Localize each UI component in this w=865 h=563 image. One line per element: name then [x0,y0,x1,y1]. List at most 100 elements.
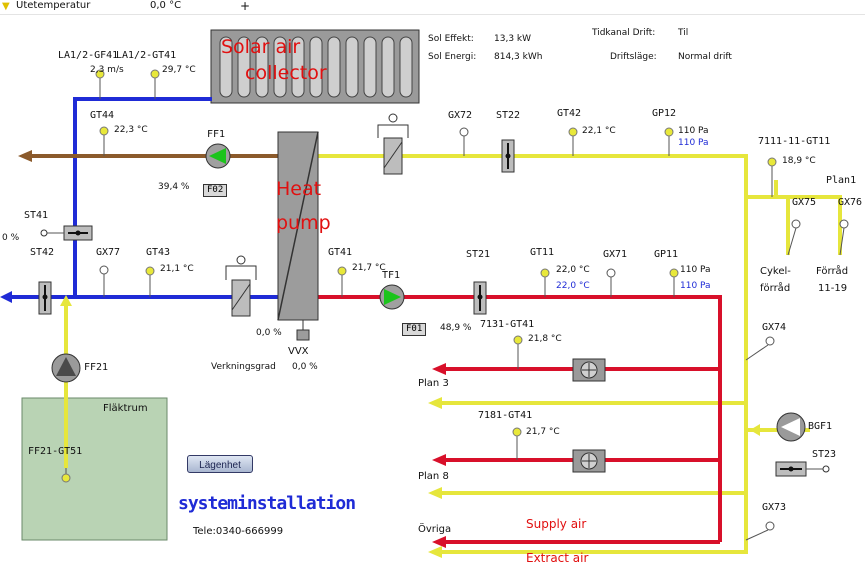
ff1-frequency-box[interactable]: F02 [203,184,228,197]
gt11-setpoint: 22,0 °C [556,281,590,291]
st22-damper-icon [501,139,515,173]
st21-name[interactable]: ST21 [466,249,491,260]
plan3-supply-arrow [432,363,446,375]
vvx-value: 0,0 % [256,328,282,338]
exhaust-arrow [18,150,32,162]
gt41-7131-name[interactable]: 7131-GT41 [480,319,535,330]
gp12-setpoint: 110 Pa [678,138,709,148]
gt41-value: 21,7 °C [352,263,386,273]
gp11-name[interactable]: GP11 [654,249,679,260]
gt41-name[interactable]: GT41 [328,247,353,258]
solar-effect-value: 13,3 kW [494,34,532,44]
timechannel-value: Til [678,28,689,38]
st21-damper-icon [473,281,487,315]
heat-pump-label-2: pump [276,212,331,234]
extract-coil-icon [377,113,409,175]
gx73-name[interactable]: GX73 [762,502,787,513]
solar-collector-label-1: Solar air [221,36,301,58]
solar-energy-label: Sol Energi: [428,52,477,62]
bgf1-name[interactable]: BGF1 [808,421,833,432]
zone-forrad-2[interactable]: 11-19 [818,283,848,294]
st41-name[interactable]: ST41 [24,210,49,221]
tf1-name[interactable]: TF1 [382,270,401,281]
st23-damper-icon [775,461,830,477]
gx71-name[interactable]: GX71 [603,249,628,260]
gx77-name[interactable]: GX77 [96,247,121,258]
apartment-button[interactable]: Lägenhet [187,455,253,473]
vvx-label[interactable]: VVX [288,346,309,357]
brand-logo: systeminstallation [178,493,356,514]
gt41-7181-name[interactable]: 7181-GT41 [478,410,533,421]
fan-room-box [21,397,168,541]
solar-collector-label-2: collector [245,62,327,84]
plan3-extract-arrow [428,397,442,409]
gt11-7111-name[interactable]: 7111-11-GT11 [758,136,831,147]
heat-pump-label-1: Heat [276,178,322,200]
ff1-fan-icon [205,143,231,169]
extract-air-label: Extract air [526,551,589,563]
pressure-sensor-bulbs [99,127,849,531]
zone-plan3[interactable]: Plan 3 [418,378,449,389]
la1-gt41-value: 29,7 °C [162,65,196,75]
efficiency-value: 0,0 % [292,362,318,372]
gp12-value: 110 Pa [678,126,709,136]
outdoor-temp-title: Utetemperatur [16,0,91,11]
add-icon[interactable]: + [240,0,251,13]
zone-cykelforrad-1[interactable]: Cykel- [760,266,791,277]
plan8-supply-arrow [432,454,446,466]
timechannel-label: Tidkanal Drift: [592,28,656,38]
plan8-terminal-icon [572,449,606,473]
st41-damper-icon [40,225,93,241]
ff21-up-arrow [60,295,72,306]
zone-ovriga[interactable]: Övriga [418,524,452,535]
ff1-name[interactable]: FF1 [207,129,226,140]
ff21-fan-icon [51,353,81,383]
outdoor-temp-value: 0,0 °C [150,0,182,11]
temp-sensor-bulbs [61,69,777,483]
gx74-name[interactable]: GX74 [762,322,787,333]
gp11-value: 110 Pa [680,265,711,275]
zone-plan8[interactable]: Plan 8 [418,471,449,482]
gx75-name[interactable]: GX75 [792,197,817,208]
st42-damper-icon [38,281,52,315]
gt44-name[interactable]: GT44 [90,110,115,121]
gt42-value: 22,1 °C [582,126,616,136]
fan-room-label: Fläktrum [103,403,148,414]
la1-gt41-name[interactable]: LA1/2-GT41 [116,50,177,61]
gt43-name[interactable]: GT43 [146,247,171,258]
tf1-frequency-box[interactable]: F01 [402,323,427,336]
zone-cykelforrad-2[interactable]: förråd [760,283,791,294]
gt11-value: 22,0 °C [556,265,590,275]
zone-forrad-1[interactable]: Förråd [816,266,849,277]
gx72-name[interactable]: GX72 [448,110,473,121]
gt41-7181-value: 21,7 °C [526,427,560,437]
ovriga-supply-arrow [432,536,446,548]
zone-plan1[interactable]: Plan1 [826,175,857,186]
supply-air-label: Supply air [526,517,587,531]
la1-gf41-name[interactable]: LA1/2-GF41 [58,50,119,61]
ff21-name[interactable]: FF21 [84,362,109,373]
gt43-value: 21,1 °C [160,264,194,274]
sensor-probes [65,78,845,541]
gp12-name[interactable]: GP12 [652,108,677,119]
ovriga-extract-arrow [428,546,442,558]
gt11-7111-value: 18,9 °C [782,156,816,166]
tf1-percent: 48,9 % [440,323,472,333]
st22-name[interactable]: ST22 [496,110,521,121]
extract-branch-arrow [750,424,760,436]
warning-icon: ▼ [2,1,10,12]
gx76-name[interactable]: GX76 [838,197,863,208]
plan8-extract-arrow [428,487,442,499]
gt11-name[interactable]: GT11 [530,247,555,258]
la1-gf41-value: 2,3 m/s [90,65,124,75]
gt44-value: 22,3 °C [114,125,148,135]
st41-value: 0 % [2,233,20,243]
solar-tubes-group [219,36,413,98]
efficiency-label: Verkningsgrad [211,362,276,372]
gt42-name[interactable]: GT42 [557,108,582,119]
ff21-gt51-name[interactable]: FF21-GT51 [28,446,83,457]
st23-name[interactable]: ST23 [812,449,837,460]
tf1-fan-icon [379,284,405,310]
solar-effect-label: Sol Effekt: [428,34,474,44]
st42-name[interactable]: ST42 [30,247,55,258]
